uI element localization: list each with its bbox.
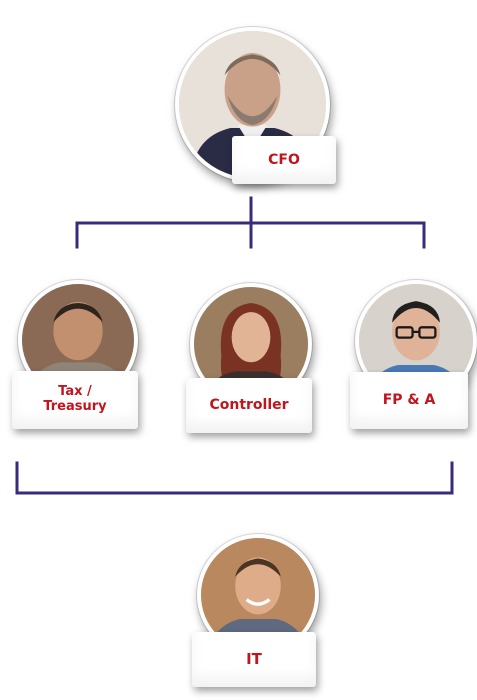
cfo-label: CFO — [232, 136, 336, 184]
group-bracket-line — [15, 461, 454, 495]
fpa-label: FP & A — [350, 372, 468, 429]
it-label: IT — [192, 632, 316, 687]
controller-label: Controller — [186, 378, 312, 433]
tax-treasury-label: Tax / Treasury — [12, 371, 138, 429]
